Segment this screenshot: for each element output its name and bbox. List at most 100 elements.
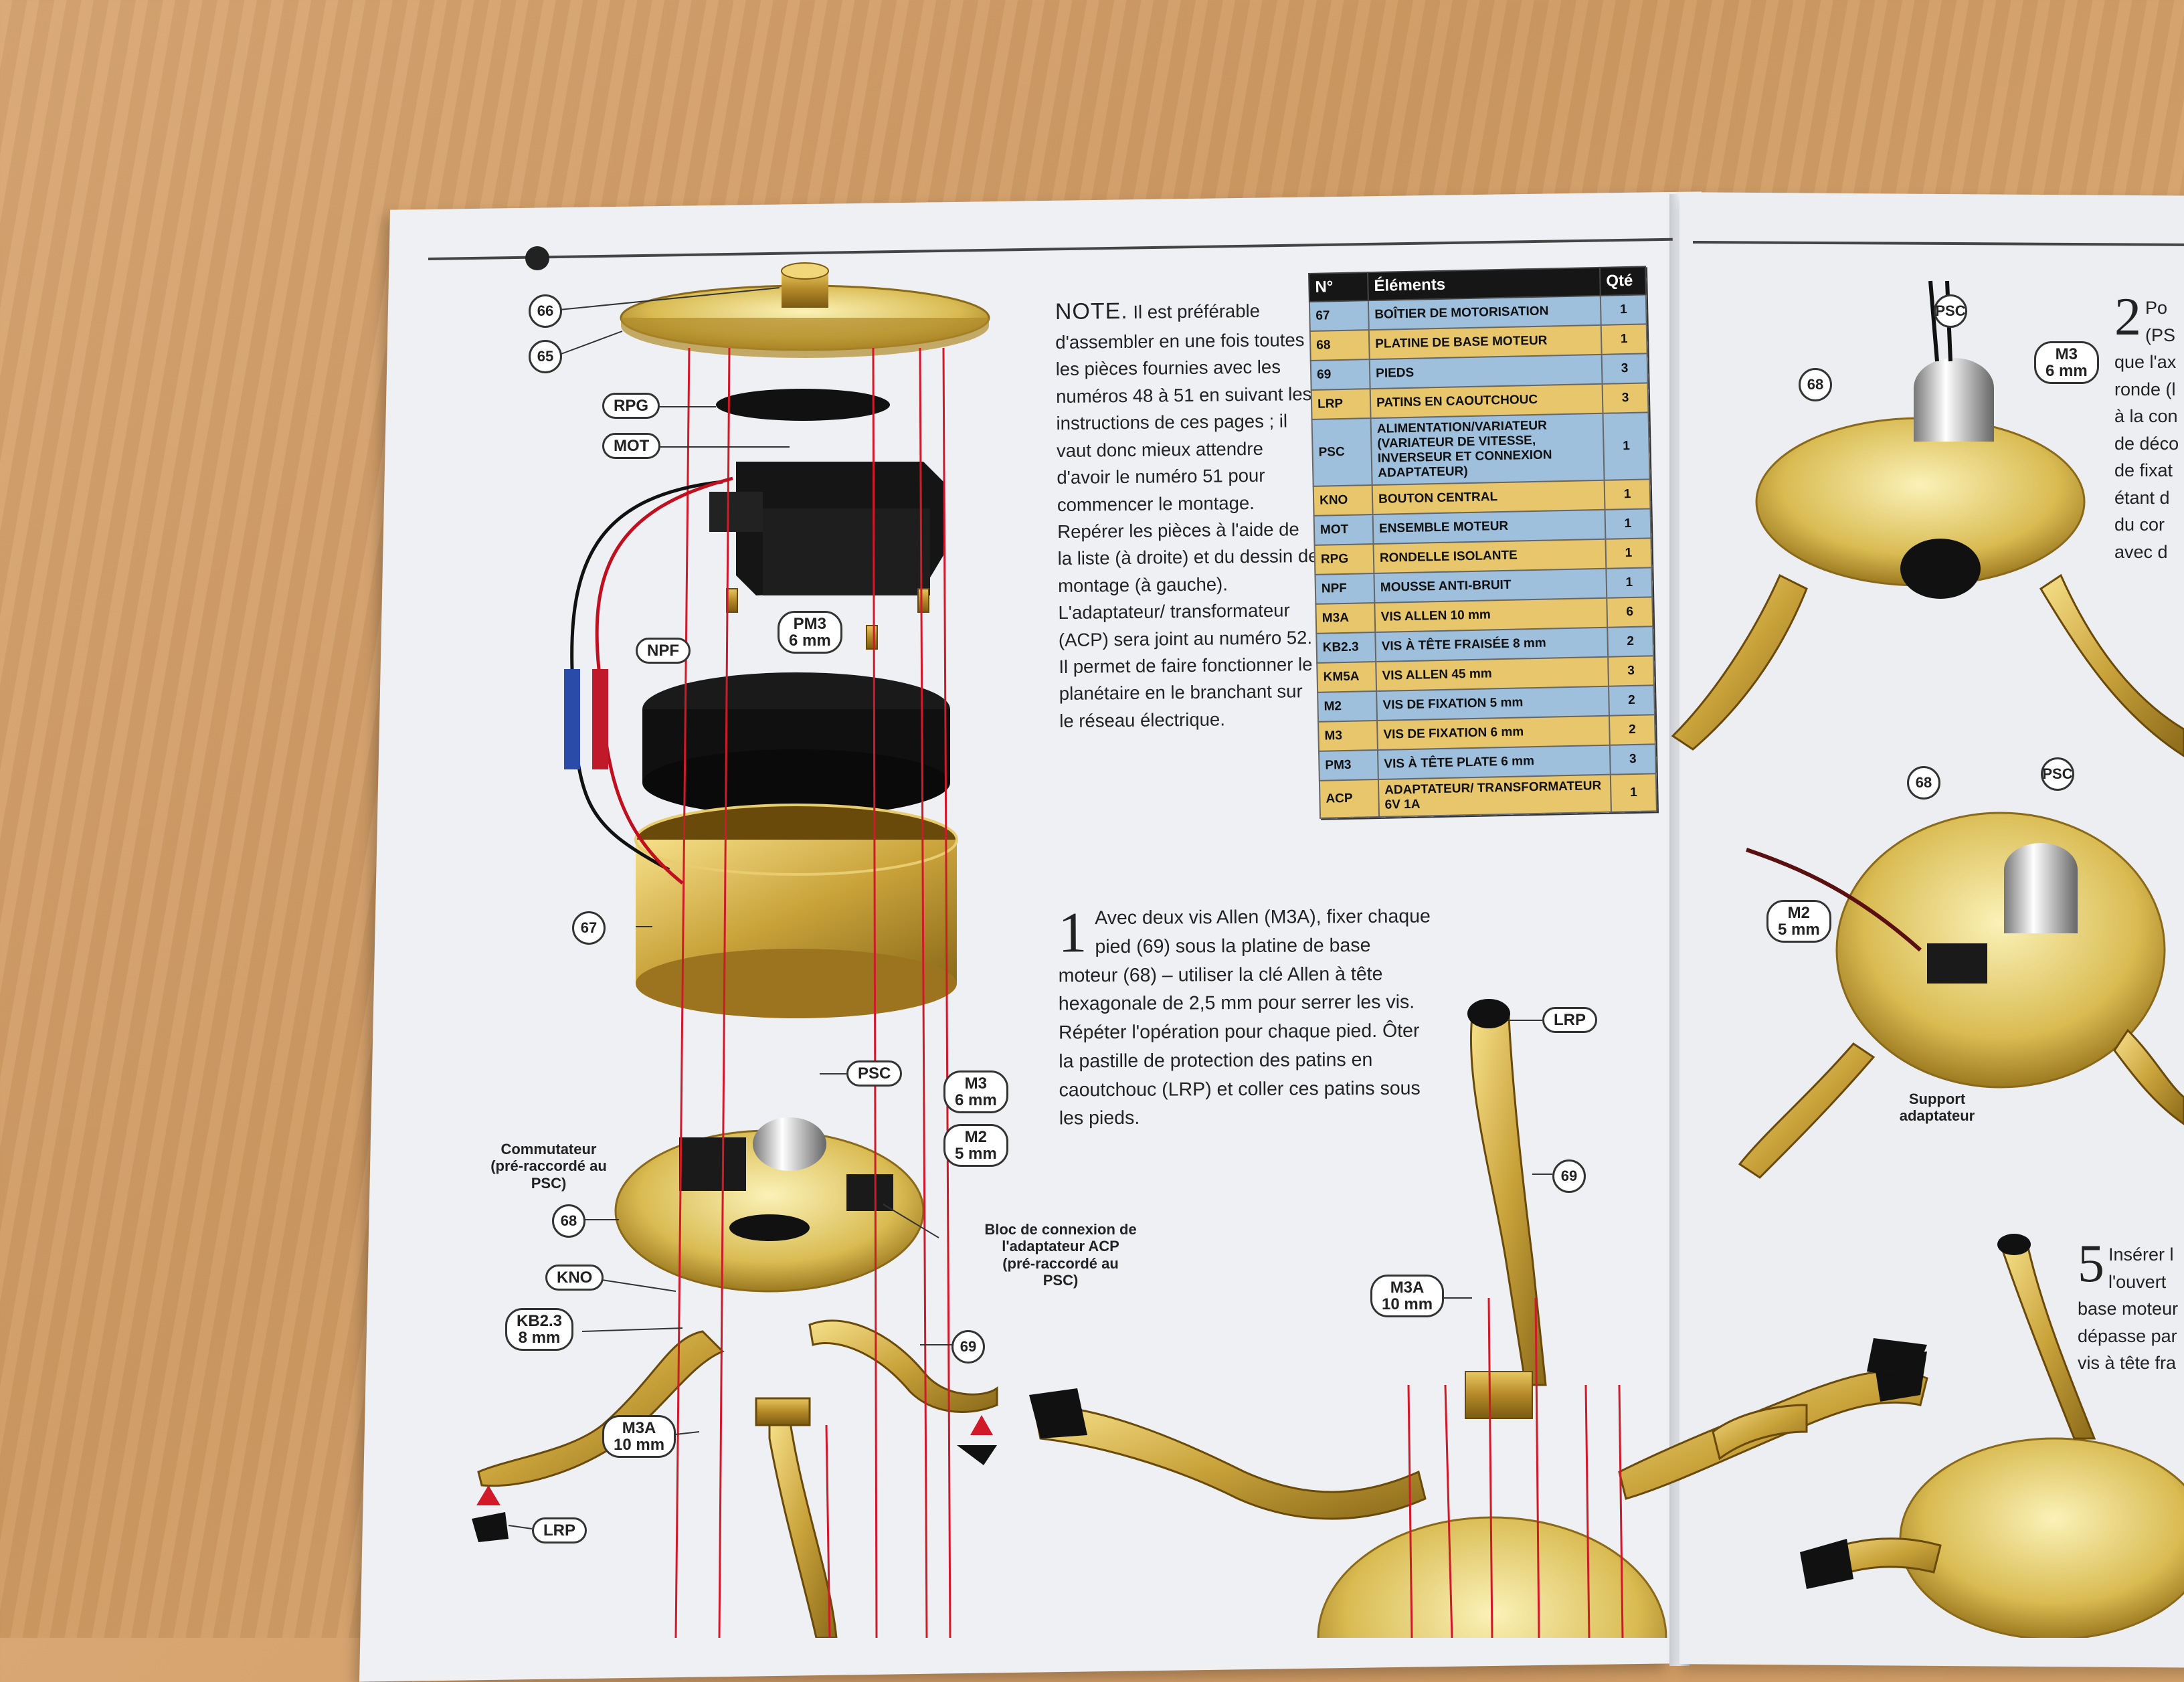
part-qty: 3 [1608, 656, 1655, 686]
callout-67: 67 [572, 911, 606, 945]
part-qty: 3 [1609, 744, 1656, 775]
part-name: MOUSSE ANTI-BRUIT [1374, 568, 1607, 603]
part-name: ADAPTATEUR/ TRANSFORMATEUR 6V 1A [1378, 774, 1611, 817]
callout-m3a: M3A 10 mm [602, 1415, 676, 1459]
callout-leaders [508, 287, 953, 1529]
assembly-guide-lines [674, 347, 951, 1638]
part-code: M2 [1317, 690, 1378, 722]
blue-connector [564, 669, 580, 769]
step-2-line: étant d [2114, 487, 2170, 508]
step-2-line: avec d [2114, 541, 2168, 562]
step-2-line: à la con [2114, 406, 2178, 426]
callout-m2: M2 5 mm [943, 1124, 1008, 1167]
callout-psc-right-b: PSC [2041, 757, 2074, 791]
callout-m3-right-code: M3 [2055, 345, 2078, 363]
part-code: M3A [1315, 603, 1376, 634]
note-keyword: NOTE. [1055, 298, 1128, 325]
step-5-line: vis à tête fra [2078, 1353, 2177, 1373]
step-5-line: l'ouvert [2108, 1271, 2167, 1292]
part-qty: 2 [1607, 626, 1654, 657]
step1-leaders [1442, 1020, 1552, 1299]
callout-m3-size: 6 mm [955, 1091, 997, 1110]
note-text: Il est préférable d'assembler en une foi… [1055, 300, 1319, 731]
lrp-pad [472, 1512, 509, 1542]
header-number: N° [1309, 272, 1368, 302]
callout-65: 65 [529, 340, 562, 373]
callout-69: 69 [951, 1330, 985, 1364]
callout-lrp-step1: LRP [1542, 1007, 1597, 1034]
part-name: VIS À TÊTE PLATE 6 mm [1377, 745, 1611, 779]
callout-psc-right: PSC [1934, 294, 1967, 328]
part-qty: 1 [1603, 412, 1650, 480]
part-code: LRP [1311, 389, 1371, 419]
header-qty: Qté [1599, 266, 1646, 296]
callout-kb23-size: 8 mm [518, 1329, 561, 1347]
step4-illustration [1738, 812, 2184, 1179]
top-plate-65 [620, 262, 990, 358]
step-2-line: ronde (l [2114, 379, 2176, 399]
legs-69 [477, 1319, 998, 1638]
callout-m3-code: M3 [964, 1074, 988, 1093]
part-code: 69 [1310, 359, 1370, 390]
step-5-line: base moteur [2078, 1299, 2179, 1319]
step-5-line: dépasse par [2078, 1325, 2177, 1346]
page-dot [525, 246, 549, 270]
callout-m3a-step1: M3A 10 mm [1370, 1275, 1445, 1318]
callout-m3a-step1-size: 10 mm [1382, 1295, 1433, 1314]
callout-68: 68 [552, 1204, 585, 1238]
callout-npf: NPF [636, 638, 691, 664]
step-5-number: 5 [2078, 1234, 2104, 1293]
part-qty: 6 [1607, 597, 1653, 628]
step-2-line: que l'ax [2114, 352, 2177, 372]
callout-69-step1: 69 [1552, 1159, 1586, 1193]
connector-wires [570, 476, 733, 884]
part-qty: 1 [1601, 324, 1647, 355]
callout-m2-code: M2 [964, 1128, 988, 1146]
callout-pm3: PM3 6 mm [778, 611, 842, 654]
red-connector [592, 669, 608, 769]
callout-pm3-size: 6 mm [789, 632, 831, 650]
callout-kb23-code: KB2.3 [517, 1312, 563, 1330]
step-2-line: (PS [2145, 324, 2176, 345]
part-name: VIS À TÊTE FRAISÉE 8 mm [1375, 627, 1609, 662]
part-qty: 1 [1605, 508, 1651, 539]
base-plate-68 [614, 1117, 925, 1293]
step-2-line: du cor [2114, 515, 2165, 535]
callout-66: 66 [529, 294, 562, 328]
part-name: ENSEMBLE MOTEUR [1372, 509, 1606, 545]
part-code: MOT [1313, 515, 1374, 545]
callout-m3a-step1-code: M3A [1390, 1279, 1425, 1297]
part-code: KNO [1313, 485, 1373, 516]
annotation-commutateur: Commutateur (pré-raccordé au PSC) [490, 1141, 607, 1192]
callout-m3a-size: 10 mm [614, 1436, 665, 1455]
step-2-line: de déco [2114, 433, 2179, 454]
housing-67 [634, 804, 958, 1018]
annotation-bloc-connexion: Bloc de connexion de l'adaptateur ACP (p… [984, 1221, 1137, 1289]
rpg-washer [716, 389, 890, 421]
step-1-instructions: 1 Avec deux vis Allen (M3A), fixer chaqu… [1058, 900, 1434, 1133]
step-2-line: de fixat [2114, 460, 2173, 480]
part-qty: 3 [1602, 383, 1649, 413]
callout-m3-right: M3 6 mm [2034, 341, 2099, 385]
part-code: M3 [1318, 720, 1378, 751]
note-paragraph: NOTE. Il est préférable d'assembler en u… [1055, 293, 1321, 735]
part-qty: 2 [1609, 685, 1655, 716]
step-2-number: 2 [2114, 288, 2141, 347]
part-qty: 1 [1604, 479, 1651, 510]
part-name: RONDELLE ISOLANTE [1373, 539, 1607, 574]
step-1-number: 1 [1058, 900, 1087, 965]
part-name: PIEDS [1369, 354, 1603, 389]
callout-psc: PSC [846, 1060, 903, 1087]
part-name: VIS DE FIXATION 6 mm [1377, 715, 1610, 750]
part-code: KM5A [1317, 662, 1377, 692]
header-elements: Éléments [1368, 267, 1601, 301]
part-name: ALIMENTATION/VARIATEUR (VARIATEUR DE VIT… [1370, 413, 1605, 486]
callout-m2-right-size: 5 mm [1778, 921, 1820, 939]
part-name: VIS ALLEN 45 mm [1376, 656, 1609, 691]
callout-lrp: LRP [532, 1517, 587, 1544]
lrp-pad-2 [957, 1445, 997, 1465]
part-qty: 1 [1605, 538, 1652, 569]
